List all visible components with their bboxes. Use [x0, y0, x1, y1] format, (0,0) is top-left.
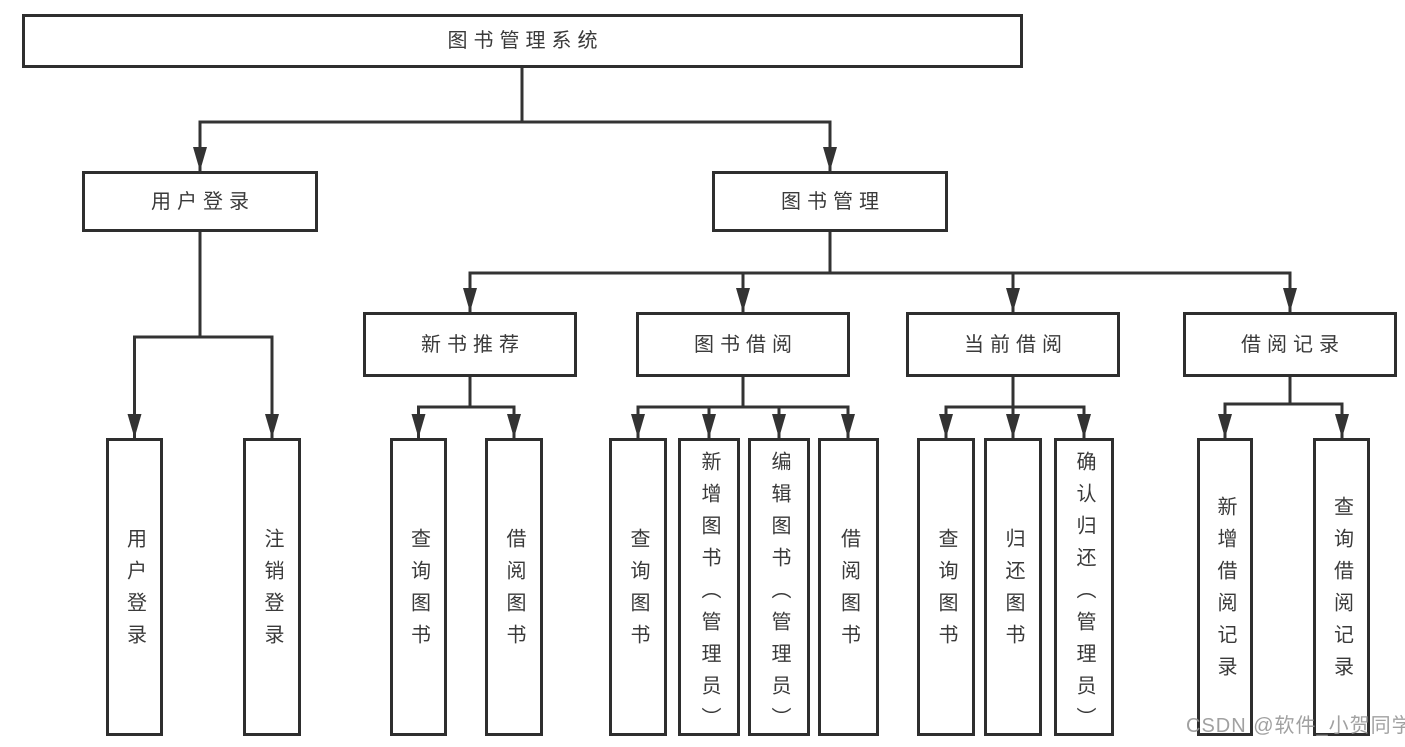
node-label: 新书推荐 [421, 333, 525, 356]
leaf-label: 查询图书 [407, 528, 430, 656]
node-label: 借阅记录 [1241, 333, 1345, 356]
node-new-book-recommend: 新书推荐 [363, 312, 577, 377]
node-label: 用户登录 [151, 190, 255, 213]
leaf-label: 借阅图书 [837, 528, 860, 656]
leaf-query-books-borrowing: 查询图书 [609, 438, 667, 736]
leaf-label: 归还图书 [1002, 528, 1024, 656]
leaf-label: 编辑图书（管理员） [768, 451, 790, 739]
node-book-borrowing: 图书借阅 [636, 312, 850, 377]
leaf-label: 新增借阅记录 [1214, 496, 1236, 688]
node-label: 图书管理 [781, 190, 885, 213]
leaf-user-login: 用户登录 [106, 438, 163, 736]
node-user-login: 用户登录 [82, 171, 318, 232]
node-label: 图书管理系统 [447, 30, 604, 52]
leaf-confirm-return-admin: 确认归还（管理员） [1054, 438, 1114, 739]
leaf-borrow-books-recommend: 借阅图书 [485, 438, 543, 736]
leaf-return-book: 归还图书 [984, 438, 1042, 736]
node-label: 图书借阅 [694, 333, 798, 356]
leaf-logout: 注销登录 [243, 438, 301, 736]
node-current-borrowing: 当前借阅 [906, 312, 1120, 377]
leaf-label: 借阅图书 [503, 528, 525, 656]
leaf-label: 查询图书 [935, 528, 957, 656]
leaf-add-borrow-record: 新增借阅记录 [1197, 438, 1253, 736]
leaf-label: 查询借阅记录 [1330, 496, 1353, 688]
node-library-management-system: 图书管理系统 [22, 14, 1023, 68]
node-label: 当前借阅 [964, 333, 1068, 356]
leaf-query-borrow-record: 查询借阅记录 [1313, 438, 1370, 736]
leaf-add-book-admin: 新增图书（管理员） [678, 438, 740, 739]
leaf-borrow-books: 借阅图书 [818, 438, 879, 736]
leaf-label: 查询图书 [627, 528, 649, 656]
leaf-edit-book-admin: 编辑图书（管理员） [748, 438, 810, 739]
leaf-query-books-recommend: 查询图书 [390, 438, 447, 736]
leaf-label: 注销登录 [261, 528, 283, 656]
leaf-query-books-current: 查询图书 [917, 438, 975, 736]
node-book-management: 图书管理 [712, 171, 948, 232]
node-borrowing-records: 借阅记录 [1183, 312, 1397, 377]
leaf-label: 新增图书（管理员） [698, 451, 720, 739]
leaf-label: 用户登录 [123, 528, 146, 656]
leaf-label: 确认归还（管理员） [1073, 451, 1095, 739]
